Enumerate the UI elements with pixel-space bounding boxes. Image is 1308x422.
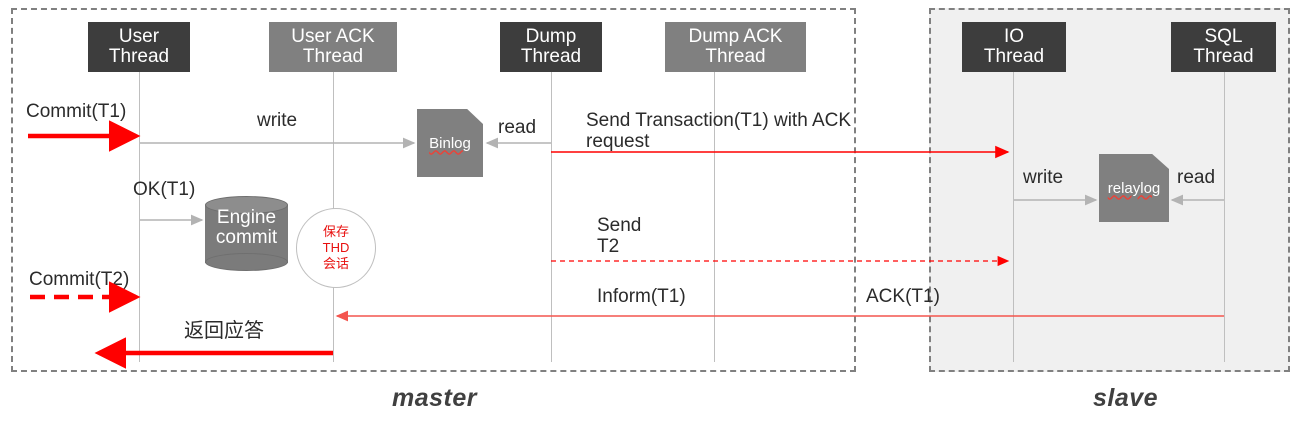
lifeline-dump-ack-thread [714,72,715,362]
engine-commit-cylinder[interactable]: Engine commit [205,196,288,271]
label-read-binlog: read [498,117,537,138]
label-commit-t1: Commit(T1) [26,101,127,122]
label-write-binlog: write [257,110,298,131]
actor-dump-thread[interactable]: Dump Thread [500,22,602,72]
relaylog-label: relaylog [1107,179,1161,197]
cylinder-top [205,196,288,214]
binlog-label: Binlog [429,134,471,152]
lifeline-dump-thread [551,72,552,362]
cylinder-bottom [205,253,288,271]
label-inform-t1: Inform(T1) [597,286,686,307]
actor-dump-ack-thread[interactable]: Dump ACK Thread [665,22,806,72]
master-zone-label: master [392,384,477,412]
actor-io-thread[interactable]: IO Thread [962,22,1066,72]
slave-zone-label: slave [1093,384,1159,412]
save-thd-session-note[interactable]: 保存 THD 会话 [296,208,376,288]
actor-user-thread[interactable]: User Thread [88,22,190,72]
binlog-store[interactable]: Binlog [417,109,483,177]
label-send-txn-ack: Send Transaction(T1) with ACK request [586,110,852,153]
master-zone [11,8,856,372]
lifeline-io-thread [1013,72,1014,362]
lifeline-user-thread [139,72,140,362]
actor-user-ack-thread[interactable]: User ACK Thread [269,22,397,72]
label-send-t2: Send T2 [597,215,642,258]
label-ack-t1: ACK(T1) [866,286,940,307]
label-return-reply: 返回应答 [184,320,264,342]
lifeline-sql-thread [1224,72,1225,362]
actor-sql-thread[interactable]: SQL Thread [1171,22,1276,72]
label-read-relaylog: read [1177,167,1216,188]
label-commit-t2: Commit(T2) [29,269,130,290]
label-write-relaylog: write [1023,167,1064,188]
save-thd-session-text: 保存 THD 会话 [322,224,350,271]
label-ok-t1: OK(T1) [133,179,196,200]
relaylog-store[interactable]: relaylog [1099,154,1169,222]
engine-commit-label: Engine commit [215,207,278,248]
